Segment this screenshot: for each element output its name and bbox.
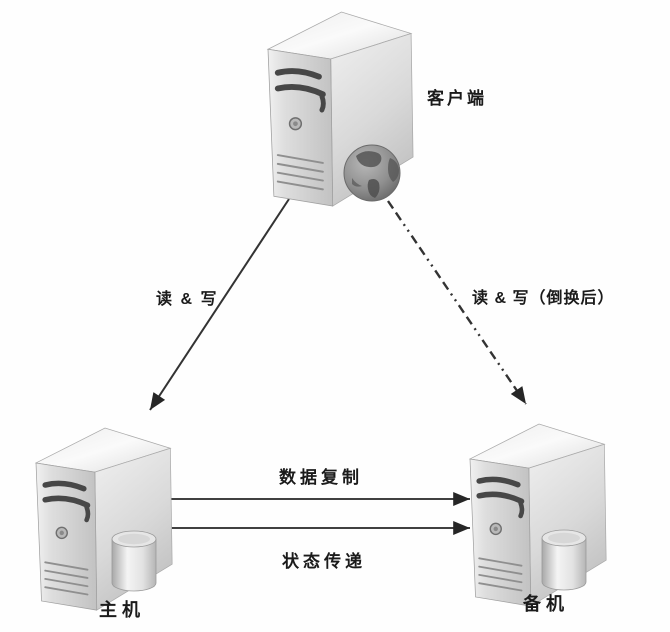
database-icon bbox=[111, 530, 157, 592]
client-node bbox=[268, 12, 413, 206]
globe-icon bbox=[343, 144, 401, 202]
database-icon bbox=[541, 529, 587, 591]
solid-arrow-line bbox=[149, 198, 290, 411]
edge-label-data-replication: 数据复制 bbox=[279, 468, 363, 487]
primary-node-label: 主机 bbox=[99, 600, 145, 620]
dash-dot-arrow-line bbox=[387, 200, 527, 405]
edge-client-to-primary bbox=[149, 198, 290, 411]
client-node-label: 客户端 bbox=[427, 89, 487, 108]
edge-label-read-write: 读 & 写 bbox=[156, 291, 219, 308]
edge-label-read-write-switch: 读 & 写（倒换后） bbox=[472, 290, 615, 307]
backup-node-label: 备机 bbox=[523, 594, 569, 614]
primary-node bbox=[36, 428, 172, 610]
edge-label-state-transfer: 状态传递 bbox=[282, 552, 366, 571]
backup-node bbox=[470, 424, 606, 606]
edge-client-to-backup bbox=[387, 200, 527, 405]
